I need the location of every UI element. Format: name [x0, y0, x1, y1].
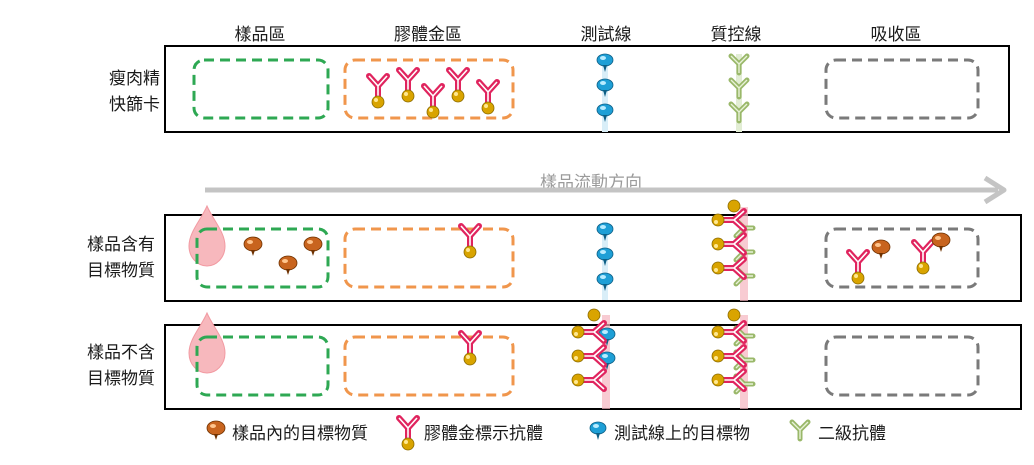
- negative-absorbent-zone: [824, 335, 980, 397]
- negative-drop: [188, 312, 226, 374]
- legend-target-icon: [206, 420, 226, 441]
- legend-gold-antibody-icon: [399, 418, 417, 450]
- negative-conjugate-zone: [343, 335, 515, 397]
- positive-sample-zone: [195, 227, 330, 289]
- row-label-positive-text: 樣品含有 目標物質: [87, 235, 155, 281]
- negative-test-line: [572, 308, 616, 409]
- legend-secondary-antibody-icon: [792, 422, 808, 439]
- positive-sample-targets: [243, 236, 323, 276]
- positive-conjugate-zone: [343, 227, 515, 289]
- positive-strip: [164, 214, 1022, 302]
- card-control-line: [731, 54, 747, 132]
- row-label-card: 瘦肉精 快篩卡: [70, 66, 160, 118]
- zone-label-absorbent: 吸收區: [870, 25, 922, 45]
- legend-target-label: 樣品內的目標物質: [232, 424, 368, 444]
- card-absorbent-zone: [824, 58, 980, 120]
- card-strip: [164, 45, 1010, 133]
- row-label-card-text: 瘦肉精 快篩卡: [109, 69, 160, 115]
- positive-control-line: [712, 199, 753, 301]
- card-conjugate-zone: [343, 58, 515, 120]
- zone-label-conjugate: 膠體金區: [394, 25, 462, 45]
- row-label-positive: 樣品含有 目標物質: [60, 232, 155, 284]
- flow-arrow: [205, 175, 1007, 205]
- legend-secondary-antibody-label: 二級抗體: [818, 424, 886, 444]
- legend-test-target-icon: [589, 421, 607, 441]
- legend-test-target-label: 測試線上的目標物: [614, 424, 750, 444]
- zone-label-control-line: 質控線: [710, 25, 762, 45]
- card-test-line: [596, 53, 614, 132]
- positive-test-line: [596, 222, 614, 300]
- row-label-negative: 樣品不含 目標物質: [60, 340, 155, 392]
- row-label-negative-text: 樣品不含 目標物質: [87, 343, 155, 389]
- negative-control-line: [712, 308, 753, 409]
- legend-gold-antibody-label: 膠體金標示抗體: [424, 424, 543, 444]
- card-sample-zone: [192, 58, 330, 120]
- zone-label-sample: 樣品區: [234, 25, 286, 45]
- zone-label-test-line: 測試線: [580, 25, 632, 45]
- positive-absorbent-complexes: [849, 232, 951, 284]
- negative-strip: [164, 324, 1022, 410]
- card-gold-antibodies: [369, 70, 497, 118]
- negative-sample-zone: [195, 335, 330, 397]
- positive-absorbent-zone: [824, 227, 980, 289]
- positive-remaining-gold-antibody: [461, 226, 479, 258]
